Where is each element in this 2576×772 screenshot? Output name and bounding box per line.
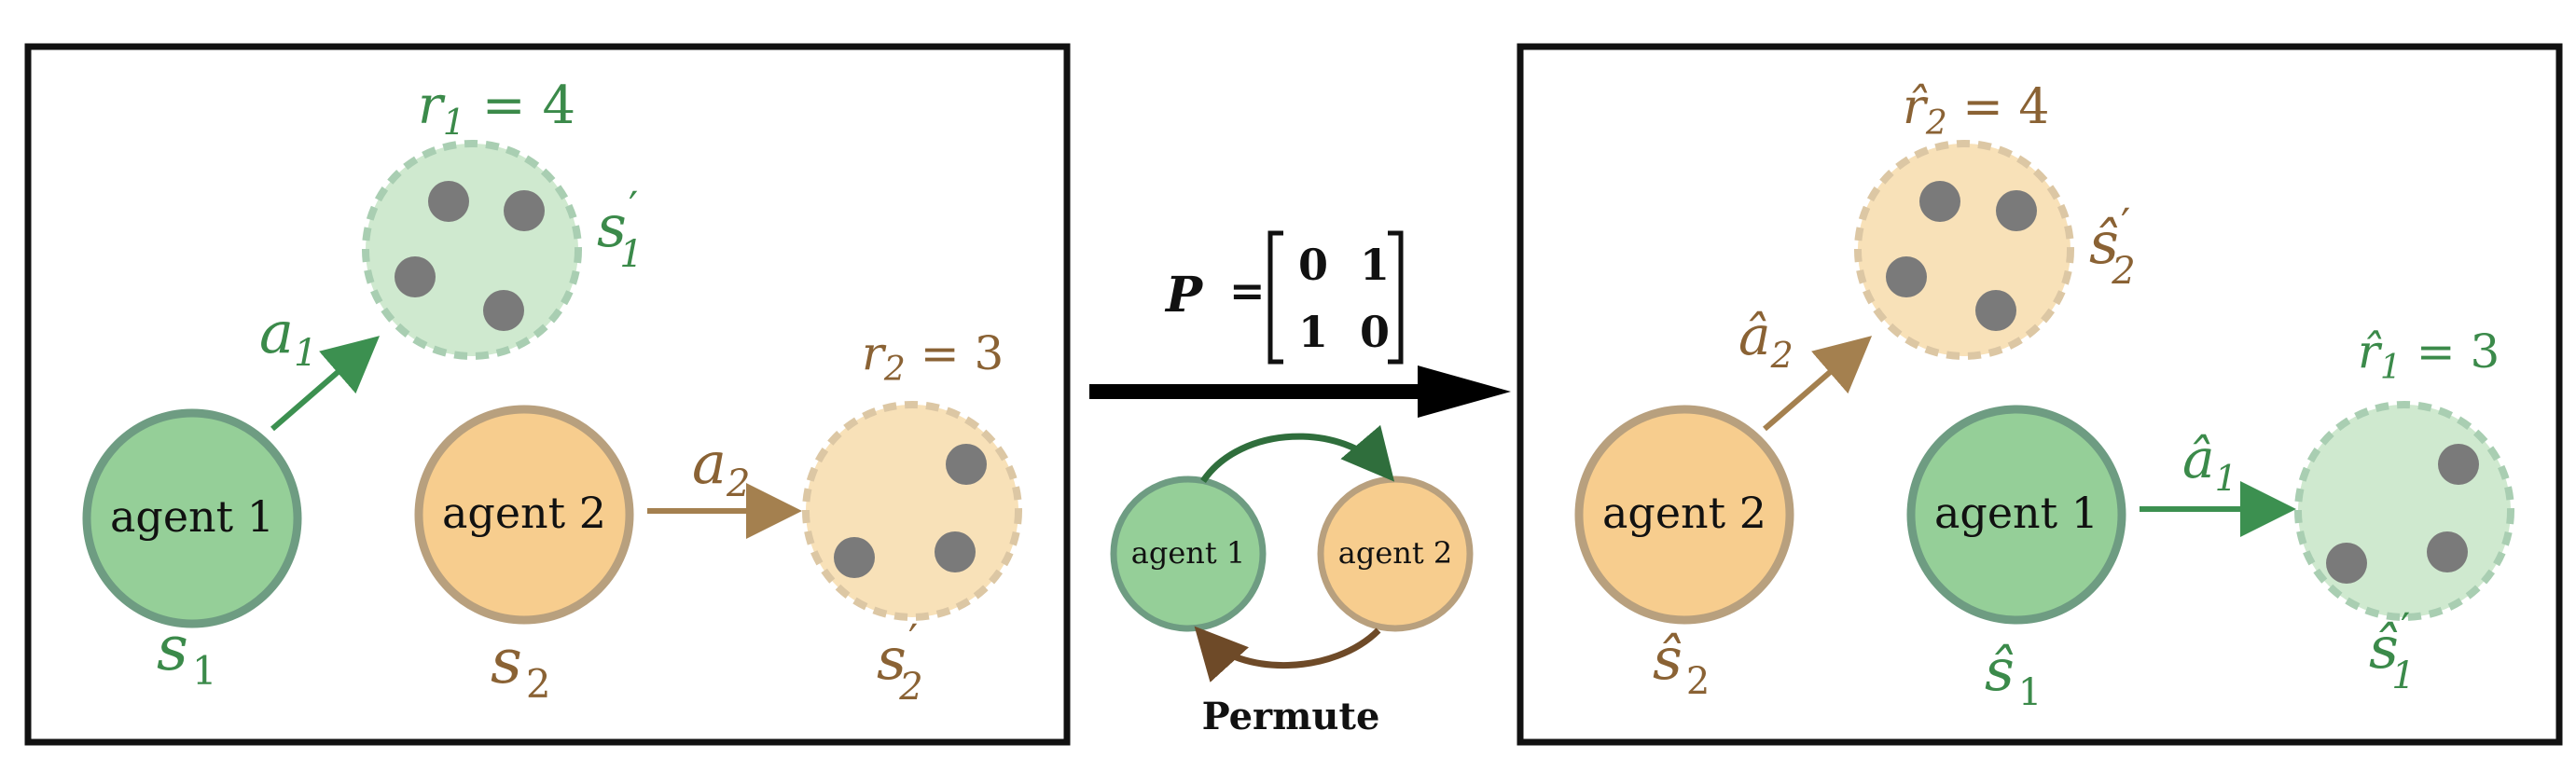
- hat-s1-prime-label: ŝ′1: [2369, 603, 2416, 697]
- next-state-s1-prime: [362, 140, 582, 360]
- permute-label: Permute: [1202, 695, 1380, 738]
- agent-1-label: agent 1: [110, 491, 274, 542]
- reward-hat-r2-label: r̂2 = 4: [1903, 79, 2049, 143]
- reward-r1-label: r1 = 4: [418, 76, 575, 143]
- permutation-symbol: P: [1164, 267, 1204, 324]
- small-agent-2-node: agent 2: [1317, 476, 1474, 632]
- matrix-cell-1-1: 0: [1360, 307, 1390, 357]
- action-hat-a2-arrow: [1763, 336, 1873, 432]
- right-panel: agent 2 agent 1 r̂2 = 4 ŝ′2 â2 r̂1 = 3 â…: [1517, 43, 2563, 746]
- right-agent-2-node: agent 2: [1574, 405, 1794, 625]
- equals-sign: =: [1229, 266, 1266, 316]
- state-dot: [1975, 290, 2016, 331]
- state-dot: [1996, 190, 2037, 231]
- state-dot: [483, 290, 524, 331]
- action-a1-arrow: [270, 336, 381, 432]
- state-dot: [504, 190, 545, 231]
- state-dot: [946, 444, 987, 485]
- matrix-left-bracket: [1267, 230, 1283, 365]
- agent-1-node: agent 1: [82, 408, 302, 628]
- transform-arrow: [1089, 365, 1511, 418]
- cycle-arrow-bottom: [1194, 626, 1381, 682]
- cycle-arrow-top: [1200, 424, 1395, 483]
- state-s2-label: s2: [491, 626, 551, 707]
- right-agent-1-label: agent 1: [1934, 488, 2098, 538]
- state-dot: [395, 256, 436, 297]
- middle-permutation: P = 0 1 1 0 agent 1 agent 2 Permute: [1089, 230, 1511, 738]
- reward-r2-label: r2 = 3: [862, 326, 1004, 389]
- state-dot: [2326, 543, 2367, 584]
- state-dot: [1919, 181, 1960, 222]
- matrix-cell-0-0: 0: [1298, 240, 1328, 290]
- state-dot: [1886, 256, 1927, 297]
- left-panel: agent 1 agent 2 r1 = 4 s′1 a1 r2 = 3 a2 …: [24, 43, 1071, 746]
- right-agent-1-node: agent 1: [1906, 405, 2126, 625]
- state-dot: [428, 181, 469, 222]
- state-dot: [935, 531, 976, 572]
- agent-2-node: agent 2: [414, 405, 634, 625]
- right-panel-frame: [1517, 43, 2563, 746]
- next-state-hat-s2-prime: [1854, 140, 2074, 360]
- state-dot: [2438, 444, 2479, 485]
- reward-hat-r1-label: r̂1 = 3: [2358, 324, 2500, 387]
- action-hat-a2-label: â2: [1738, 304, 1794, 376]
- action-a2-label: a2: [692, 429, 750, 505]
- small-agent-1-node: agent 1: [1110, 476, 1267, 632]
- agent-2-label: agent 2: [442, 488, 606, 538]
- matrix-right-bracket: [1388, 230, 1404, 365]
- action-a1-label: a1: [259, 298, 317, 375]
- matrix-cell-1-0: 1: [1298, 307, 1328, 357]
- matrix-cell-0-1: 1: [1360, 240, 1390, 290]
- next-state-s2-prime: [802, 401, 1022, 621]
- action-hat-a1-label: â1: [2182, 427, 2237, 499]
- s1-prime-label: s′1: [597, 182, 644, 276]
- state-s1-label: s1: [157, 613, 217, 694]
- next-state-hat-s1-prime: [2294, 401, 2514, 621]
- right-agent-2-label: agent 2: [1602, 488, 1766, 538]
- state-dot: [2427, 531, 2468, 572]
- state-dot: [834, 537, 875, 578]
- hat-s2-prime-label: ŝ′2: [2089, 199, 2136, 293]
- small-agent-2-label: agent 2: [1338, 535, 1453, 571]
- s2-prime-label: s′2: [877, 614, 923, 709]
- small-agent-1-label: agent 1: [1131, 535, 1246, 571]
